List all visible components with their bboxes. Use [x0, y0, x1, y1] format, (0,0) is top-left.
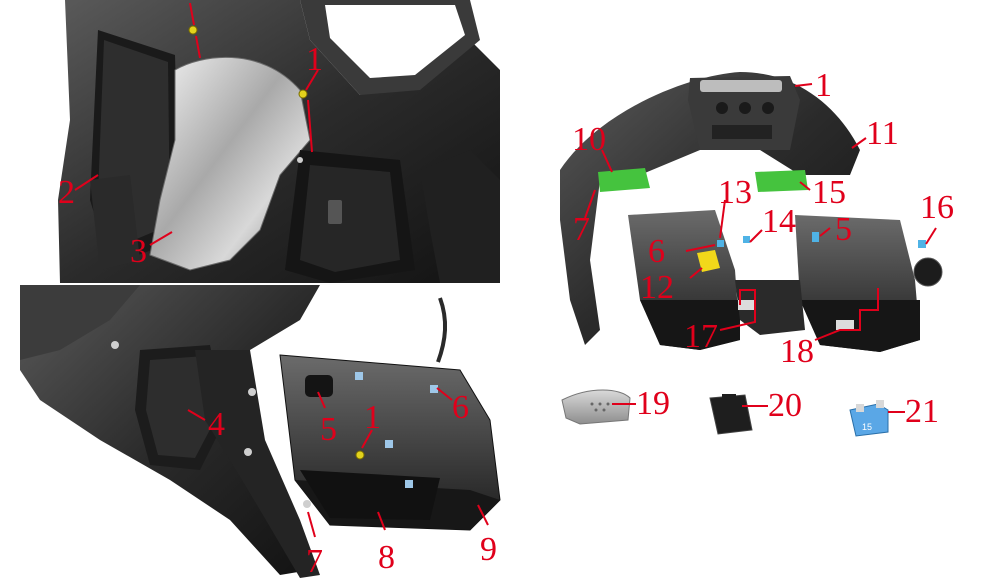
callout-21: 21: [905, 393, 939, 430]
callout-1-right: 1: [815, 67, 832, 104]
harness-part-10: [598, 168, 650, 192]
cable: [436, 297, 448, 363]
cap-part-19: [561, 389, 631, 425]
harness-part-15: [755, 170, 808, 192]
silver-liner: [149, 56, 311, 271]
callout-1-top: 1: [306, 41, 323, 78]
callout-16: 16: [920, 189, 954, 226]
latch-part-5: [305, 375, 333, 397]
callout-6-right: 6: [648, 233, 665, 270]
callout-9: 9: [480, 531, 497, 568]
callout-7-left: 7: [306, 543, 323, 580]
switch-part-16: [913, 257, 943, 287]
screw-icon: [298, 89, 308, 99]
callout-2: 2: [58, 174, 75, 211]
callout-14: 14: [762, 203, 796, 240]
callout-5-left: 5: [320, 411, 337, 448]
callout-20: 20: [768, 387, 802, 424]
fuse-rating-label: 15: [862, 422, 872, 432]
callout-7-right: 7: [573, 211, 590, 248]
callout-19: 19: [636, 385, 670, 422]
callout-10: 10: [572, 121, 606, 158]
callout-1-mid: 1: [364, 399, 381, 436]
callout-18: 18: [780, 333, 814, 370]
screw-icon: [188, 25, 198, 35]
callout-12: 12: [640, 269, 674, 306]
callout-3: 3: [130, 233, 147, 270]
right-exploded-view: 1 10 11 13 14 15 16 7 6 5 12 17 18: [560, 67, 954, 370]
screw-icon: [297, 157, 303, 163]
callout-15: 15: [812, 174, 846, 211]
callout-17: 17: [684, 318, 718, 355]
top-left-view: 1 2 3: [57, 0, 500, 283]
part-12-module: [697, 250, 720, 272]
screw-icon: [355, 450, 365, 460]
callout-11: 11: [866, 115, 899, 152]
bottom-left-view: 4 5 1 6 7 8 9: [20, 285, 501, 580]
callout-4: 4: [208, 406, 225, 443]
callout-5-right: 5: [835, 211, 852, 248]
callout-8: 8: [378, 539, 395, 576]
callout-13: 13: [718, 174, 752, 211]
cover-part-20: [709, 394, 753, 435]
callout-6-left: 6: [452, 389, 469, 426]
loose-parts: 19 20 15 21: [561, 385, 939, 437]
